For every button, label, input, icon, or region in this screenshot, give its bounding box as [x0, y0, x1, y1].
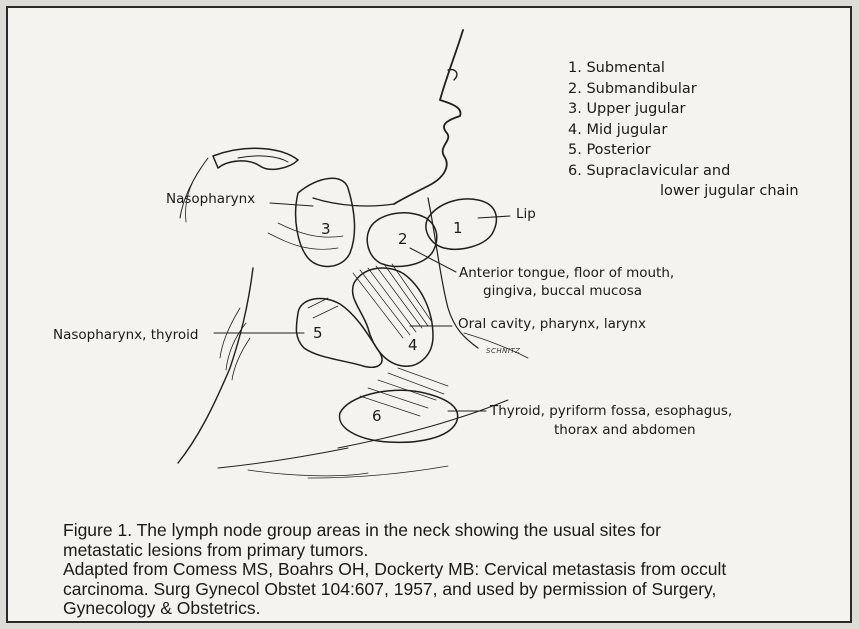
leader-lip — [478, 216, 510, 218]
label-thyroid-line2: thorax and abdomen — [554, 422, 696, 438]
back-of-neck — [178, 268, 253, 463]
leader-nasopharynx — [270, 203, 313, 206]
muscle-hatching — [268, 223, 448, 416]
artist-signature: SCHNITZ — [486, 347, 520, 355]
region-2-number: 2 — [398, 230, 408, 248]
figure-caption: Figure 1. The lymph node group areas in … — [63, 521, 843, 619]
region-5-number: 5 — [313, 324, 323, 342]
figure-panel: 3 2 1 4 5 6 Nasopharynx Lip Anterior ton… — [6, 6, 852, 623]
legend-item: 4. Mid jugular — [568, 120, 799, 141]
ear-outline — [213, 148, 298, 169]
caption-line: carcinoma. Surg Gynecol Obstet 104:607, … — [63, 580, 843, 600]
label-oral-cavity: Oral cavity, pharynx, larynx — [458, 316, 646, 332]
label-anterior-tongue-line2: gingiva, buccal mucosa — [483, 283, 642, 299]
region-6-number: 6 — [372, 407, 382, 425]
label-anterior-tongue-line1: Anterior tongue, floor of mouth, — [459, 265, 674, 281]
legend-item: 1. Submental — [568, 58, 799, 79]
legend-item: 6. Supraclavicular and — [568, 161, 799, 182]
face-profile — [394, 30, 463, 204]
legend-item: 5. Posterior — [568, 140, 799, 161]
label-lip: Lip — [516, 206, 536, 222]
legend-item: 3. Upper jugular — [568, 99, 799, 120]
caption-line: Adapted from Comess MS, Boahrs OH, Docke… — [63, 560, 843, 580]
caption-line: metastatic lesions from primary tumors. — [63, 541, 843, 561]
caption-line: Figure 1. The lymph node group areas in … — [63, 521, 843, 541]
legend-item-continuation: lower jugular chain — [568, 181, 799, 202]
caption-line: Gynecology & Obstetrics. — [63, 599, 843, 619]
label-nasopharynx-thyroid: Nasopharynx, thyroid — [53, 327, 198, 343]
lymph-node-legend: 1. Submental 2. Submandibular 3. Upper j… — [568, 58, 799, 202]
label-nasopharynx: Nasopharynx — [166, 191, 255, 207]
shoulder-line — [218, 448, 348, 468]
region-4-outline — [353, 268, 433, 366]
region-1-number: 1 — [453, 219, 463, 237]
legend-item: 2. Submandibular — [568, 79, 799, 100]
jaw-line — [313, 198, 394, 206]
label-thyroid-line1: Thyroid, pyriform fossa, esophagus, — [490, 403, 732, 419]
region-3-number: 3 — [321, 220, 331, 238]
region-4-number: 4 — [408, 336, 418, 354]
